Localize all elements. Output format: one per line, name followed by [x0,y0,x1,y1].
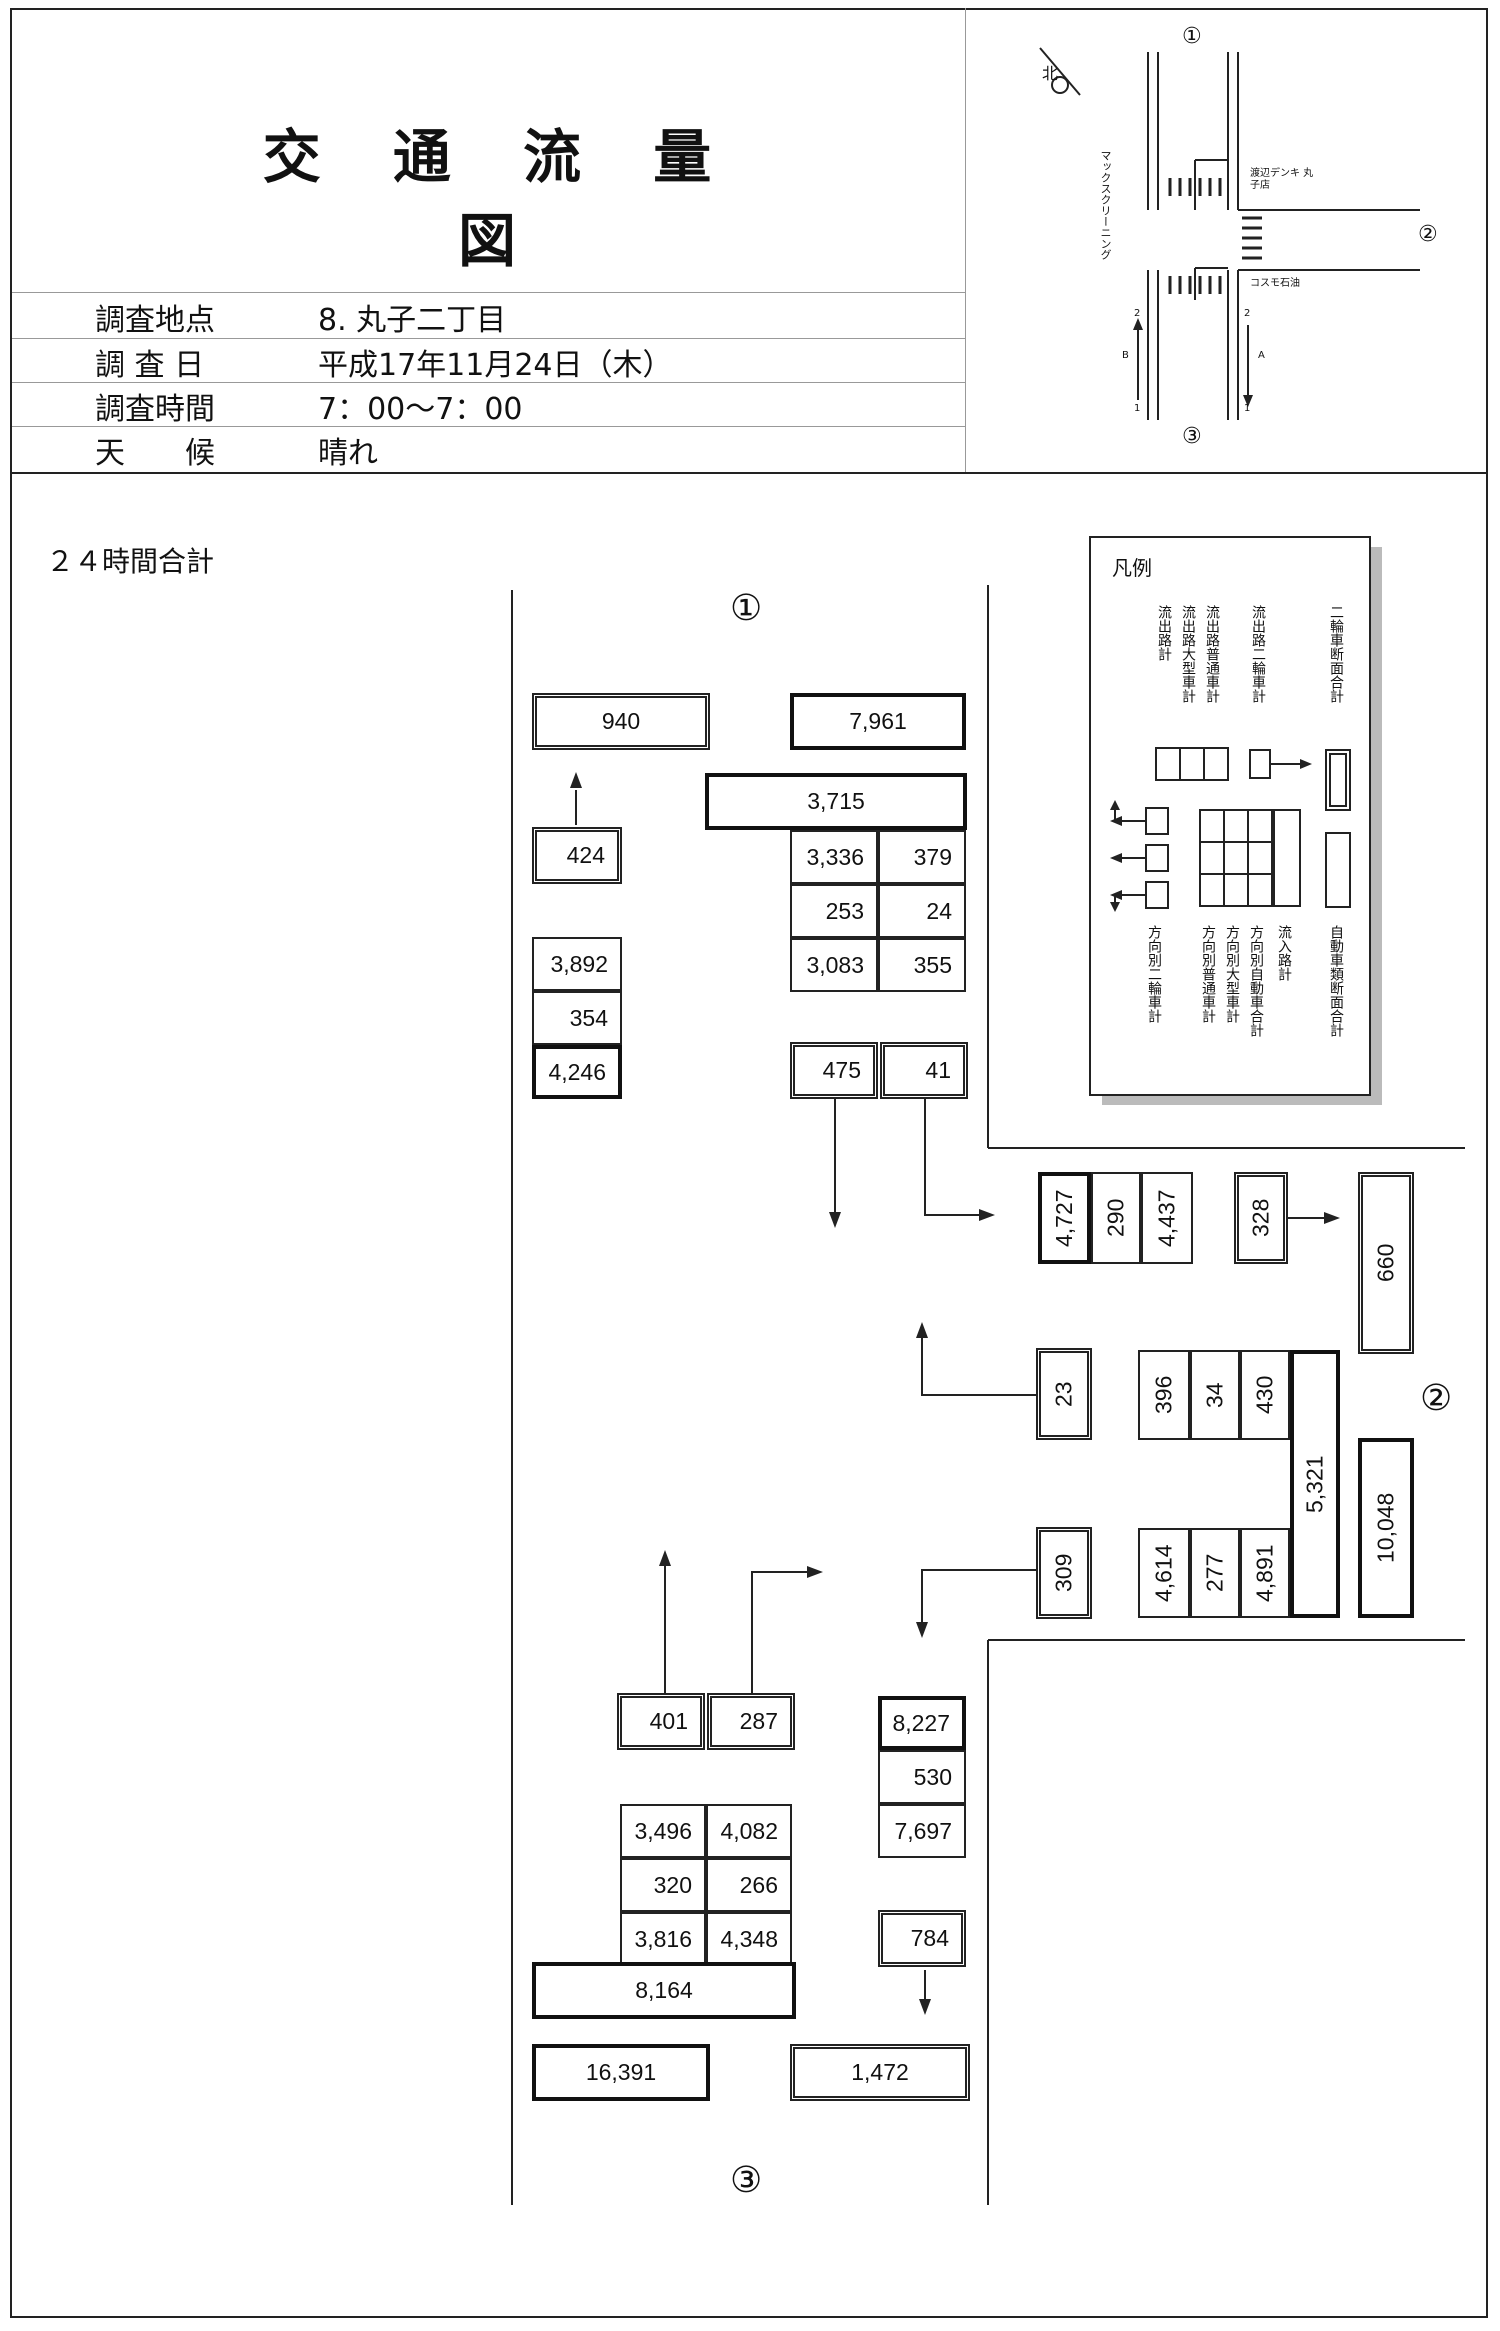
legend-label-dir-two-wheel: 方向別二輪車計 [1146,925,1162,1023]
a2-grid-top-cell: 396 [1138,1350,1190,1440]
a2-inflow-total: 5,321 [1290,1350,1340,1618]
map-approach-2: ② [1418,222,1438,247]
a2-grid-bottom-cell: 4,891 [1240,1528,1290,1618]
section-label: ２４時間合計 [46,545,215,578]
weather-value: 晴れ [318,436,378,471]
a2-grid-top-cell: 430 [1240,1350,1290,1440]
a2-out-large: 290 [1091,1172,1141,1264]
a1-inflow-total: 3,715 [705,773,967,830]
a3-two-wheel-cross: 1,472 [790,2044,970,2101]
legend-label-dir-large: 方向別大型車計 [1224,925,1240,1023]
header-divider [10,472,1488,474]
a3-two-wheel-dir-straight: 401 [617,1693,705,1750]
map-lane-num-tl: 2 [1134,308,1141,319]
survey-date-label: 調 査 日 [95,348,205,383]
map-approach-3: ③ [1182,424,1202,449]
legend-title: 凡例 [1112,556,1152,580]
page-frame [10,8,1488,2318]
a1-grid-cell: 24 [878,884,966,938]
legend-label-auto-cross: 自動車類断面合計 [1328,925,1344,1037]
legend-label-inflow: 流入路計 [1276,925,1292,981]
a1-two-wheel-dir-straight: 475 [790,1042,878,1099]
map-lane-a: A [1258,350,1265,361]
map-lane-num-tr: 2 [1244,308,1251,319]
a2-auto-cross: 10,048 [1358,1438,1414,1618]
map-approach-1: ① [1182,24,1202,49]
legend-label-outflow-normal: 流出路普通車計 [1204,605,1220,703]
page-title: 交 通 流 量 図 [262,123,738,275]
a3-auto-cross: 16,391 [532,2044,710,2101]
a1-auto-cross: 7,961 [790,693,966,750]
map-lane-num-br: 1 [1244,403,1251,414]
a3-grid-cell: 4,082 [706,1804,792,1858]
a2-two-wheel-dir-a: 23 [1036,1348,1092,1440]
legend-label-outflow-total: 流出路計 [1156,605,1172,661]
approach-1-marker: ① [730,588,763,629]
approach-3-marker: ③ [730,2160,763,2201]
legend-label-dir-normal: 方向別普通車計 [1200,925,1216,1023]
a1-grid-cell: 3,336 [790,830,878,884]
a1-out-large: 354 [532,991,622,1045]
a2-out-total: 4,727 [1038,1172,1091,1264]
survey-time-value: 7：00～7：00 [318,392,523,427]
a2-two-wheel-cross: 660 [1358,1172,1414,1354]
survey-time-label: 調査時間 [95,392,215,427]
a2-two-wheel-out: 328 [1234,1172,1288,1264]
survey-location-value: 8. 丸子二丁目 [318,303,507,338]
map-shop-right-bottom: コスモ石油 [1250,278,1300,289]
map-lane-b: B [1122,350,1129,361]
a2-out-normal: 4,437 [1141,1172,1193,1264]
approach-2-marker: ② [1420,1378,1453,1419]
a2-grid-bottom-cell: 277 [1190,1528,1240,1618]
a1-out-total: 4,246 [532,1045,622,1099]
a1-out-normal: 3,892 [532,937,622,991]
a1-grid-cell: 355 [878,938,966,992]
map-shop-right-top: 渡辺デンキ 丸子店 [1250,168,1314,191]
info-rule-1 [12,292,965,293]
survey-location-label: 調査地点 [95,303,215,338]
a1-grid-cell: 379 [878,830,966,884]
a3-grid-cell: 320 [620,1858,706,1912]
a3-grid-cell: 266 [706,1858,792,1912]
a3-inflow-total: 8,164 [532,1962,796,2019]
a1-two-wheel-cross: 940 [532,693,710,750]
legend-label-outflow-two-wheel: 流出路二輪車計 [1250,605,1266,703]
north-symbol: 北 [1042,64,1059,83]
a3-out-normal: 7,697 [878,1804,966,1858]
a2-two-wheel-dir-b: 309 [1036,1527,1092,1619]
a1-grid-cell: 3,083 [790,938,878,992]
a3-grid-cell: 3,496 [620,1804,706,1858]
legend-label-dir-auto: 方向別自動車合計 [1248,925,1264,1037]
a3-two-wheel-out: 784 [878,1910,966,1967]
header-vertical-divider [965,8,966,472]
a3-grid-cell: 3,816 [620,1912,706,1966]
a2-grid-top-cell: 34 [1190,1350,1240,1440]
a1-two-wheel-out: 424 [532,827,622,884]
a1-grid-cell: 253 [790,884,878,938]
map-shop-left: マックスクリーニング [1099,150,1112,260]
info-rule-4 [12,426,965,427]
a3-out-large: 530 [878,1750,966,1804]
weather-label: 天 候 [95,436,215,471]
legend-label-two-wheel-cross: 二輪車断面合計 [1328,605,1344,703]
survey-date-value: 平成17年11月24日（木） [318,348,673,383]
a3-out-total: 8,227 [878,1696,966,1750]
a3-two-wheel-dir-turn: 287 [707,1693,795,1750]
legend-label-outflow-large: 流出路大型車計 [1180,605,1196,703]
info-rule-2 [12,338,965,339]
info-rule-3 [12,382,965,383]
map-lane-num-bl: 1 [1134,403,1141,414]
a2-grid-bottom-cell: 4,614 [1138,1528,1190,1618]
a1-two-wheel-dir-turn: 41 [880,1042,968,1099]
a3-grid-cell: 4,348 [706,1912,792,1966]
